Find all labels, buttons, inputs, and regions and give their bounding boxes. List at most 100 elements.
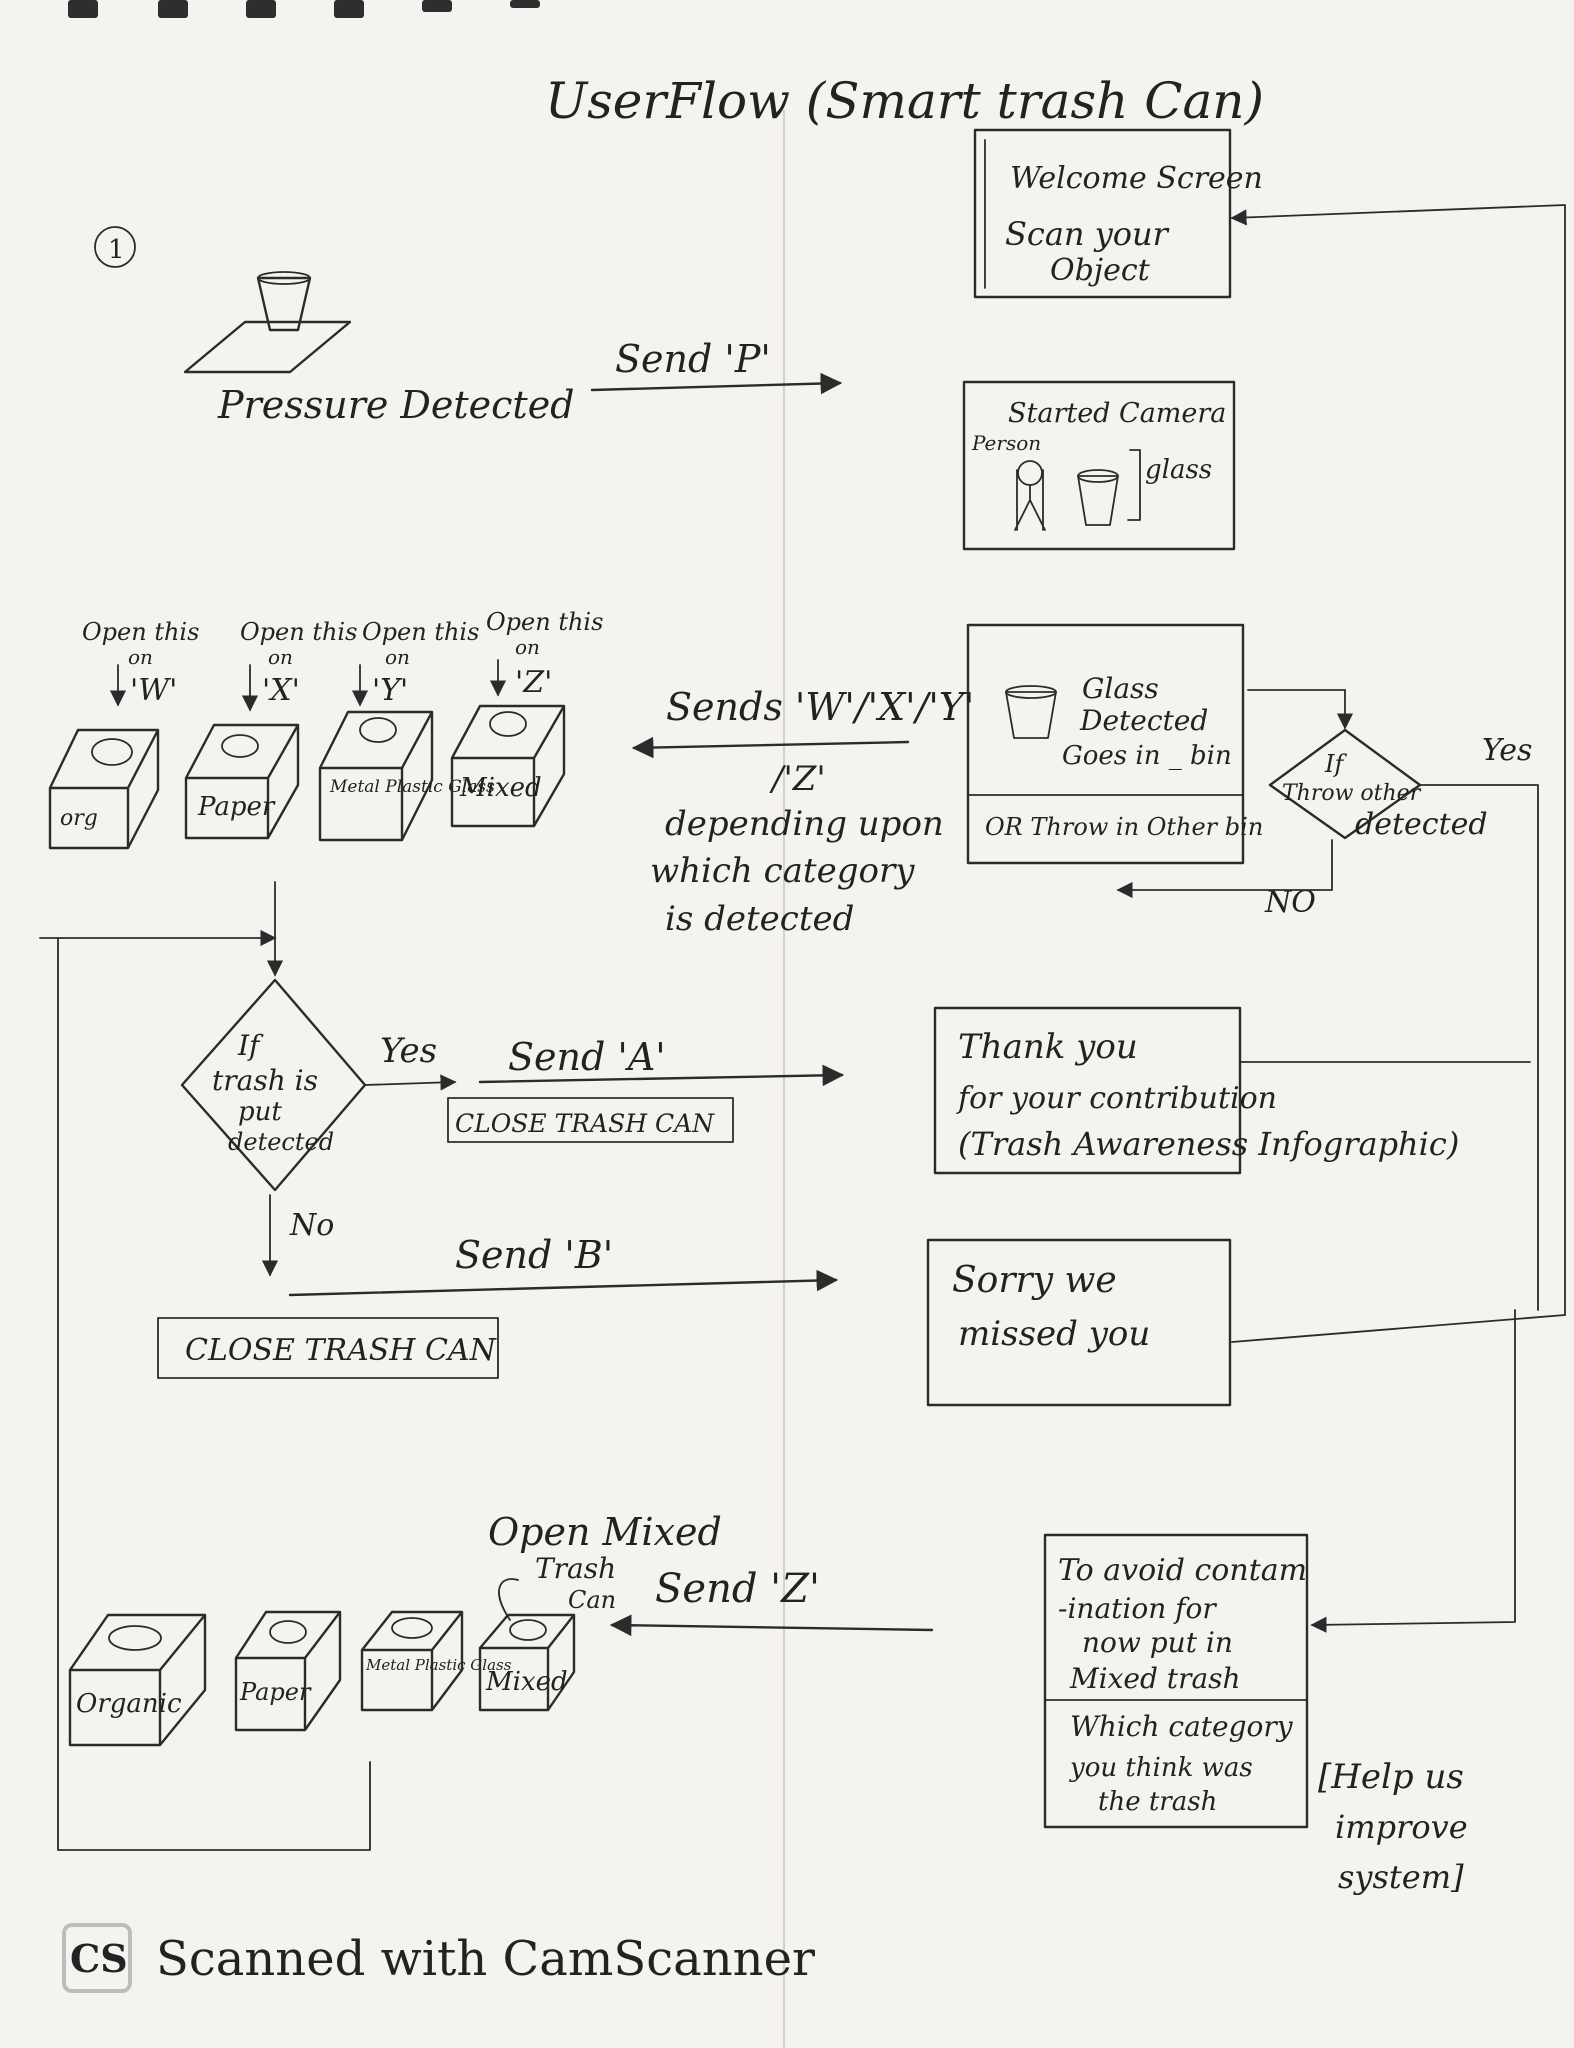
bin-metal-top: Metal Plastic Glass	[318, 710, 495, 842]
sends-wxyz-arrow	[631, 736, 910, 759]
svg-text:'Y': 'Y'	[372, 673, 408, 708]
open-mixed-line-3: Can	[568, 1586, 616, 1614]
open-mixed-line-1: Open Mixed	[488, 1510, 722, 1554]
open-mixed-line-2: Trash	[535, 1552, 616, 1585]
camera-glass-label: glass	[1145, 455, 1212, 485]
diagram-title: UserFlow (Smart trash Can)	[545, 72, 1264, 130]
detected-line-3: Goes in _ bin	[1062, 741, 1232, 771]
decision-other-no-arrow	[1116, 839, 1333, 899]
welcome-screen-box: Welcome Screen Scan your Object	[973, 128, 1263, 299]
contamination-top-4: Mixed trash	[1069, 1662, 1241, 1695]
bin-mixed-bottom: Mixed	[478, 1578, 576, 1712]
sends-wxyz-line-4: is detected	[665, 899, 854, 939]
notebook-binding	[68, 0, 540, 18]
decision-trash-put: If trash is put detected	[180, 978, 367, 1192]
svg-text:Open this: Open this	[486, 608, 603, 636]
bin-organic-bottom-label: Organic	[76, 1689, 182, 1719]
camera-person-label: Person	[971, 431, 1041, 455]
bottom-loop-line	[57, 937, 371, 1851]
svg-text:on: on	[385, 645, 410, 669]
contamination-bottom-1: Which category	[1070, 1710, 1294, 1743]
help-note-line-1: [Help us	[1318, 1757, 1464, 1797]
help-note-line-3: system]	[1338, 1858, 1464, 1896]
bin-mixed-bottom-label: Mixed	[485, 1667, 568, 1697]
contamination-top-2: -ination for	[1058, 1592, 1217, 1625]
svg-text:on: on	[268, 645, 293, 669]
bin-paper-top: Paper	[184, 723, 300, 840]
bin-paper-bottom: Paper	[234, 1610, 342, 1732]
thank-you-line-2: for your contribution	[956, 1081, 1277, 1116]
close-trash-can-a: CLOSE TRASH CAN	[447, 1097, 734, 1143]
detected-glass-icon	[1005, 685, 1057, 739]
open-label-x: Open this on 'X'	[240, 618, 357, 712]
decision-trash-yes: Yes	[380, 1031, 437, 1071]
bin-paper-bottom-label: Paper	[239, 1678, 312, 1706]
decision-trash-line-1: If	[237, 1029, 264, 1062]
welcome-line-1: Welcome Screen	[1010, 161, 1263, 196]
send-z-arrow	[609, 1614, 934, 1637]
decision-trash-yes-arrow	[364, 1074, 457, 1091]
svg-text:'Z': 'Z'	[515, 665, 552, 700]
camera-screen-box: Started Camera Person glass	[962, 380, 1236, 551]
return-to-welcome-line	[1230, 204, 1566, 1316]
svg-text:'X': 'X'	[262, 673, 300, 708]
bin-metal-bottom: Metal Plastic Glass	[360, 1610, 512, 1712]
detected-line-2: Detected	[1079, 704, 1208, 737]
decision-trash-line-2: trash is	[212, 1064, 318, 1097]
bin-organic-top: org	[48, 728, 160, 850]
svg-text:on: on	[515, 635, 540, 659]
step-number: 1	[108, 235, 125, 265]
open-label-w: Open this on 'W'	[82, 618, 199, 708]
send-p-arrow	[590, 372, 843, 395]
open-label-y: Open this on 'Y'	[351, 618, 479, 708]
sends-wxyz-line-2: depending upon	[665, 804, 944, 844]
contamination-bottom-3: the trash	[1098, 1787, 1217, 1817]
bin-organic-top-label: org	[60, 806, 98, 831]
close-trash-can-a-label: CLOSE TRASH CAN	[455, 1109, 715, 1138]
close-trash-can-b: CLOSE TRASH CAN	[157, 1317, 499, 1379]
sends-wxyz-label: Sends 'W'/'X'/'Y'	[666, 685, 974, 729]
bin-mixed-top: Mixed	[450, 704, 566, 828]
watermark-logo: CS	[70, 1936, 128, 1981]
send-a-arrow	[478, 1064, 845, 1087]
send-p-label: Send 'P'	[615, 337, 771, 381]
svg-text:'W': 'W'	[130, 673, 177, 708]
decision-other-yes: Yes	[1482, 733, 1532, 768]
sorry-screen-box: Sorry we missed you	[926, 1238, 1232, 1407]
glass-icon	[1077, 469, 1119, 526]
sorry-line-2: missed you	[958, 1314, 1150, 1354]
svg-text:Open this: Open this	[82, 618, 199, 646]
send-b-label: Send 'B'	[455, 1233, 613, 1277]
decision-trash-line-3: put	[238, 1097, 282, 1127]
send-a-label: Send 'A'	[508, 1035, 666, 1079]
svg-text:Open this: Open this	[240, 618, 357, 646]
svg-text:on: on	[128, 645, 153, 669]
contamination-top-3: now put in	[1082, 1626, 1233, 1659]
sends-wxyz-line-3: which category	[650, 851, 915, 891]
camscanner-watermark: CS Scanned with CamScanner	[62, 1923, 815, 1993]
yes-to-contamination-arrow	[1310, 1309, 1516, 1633]
detected-screen-box: Glass Detected Goes in _ bin OR Throw in…	[966, 623, 1263, 865]
welcome-line-3: Object	[1050, 253, 1151, 288]
thank-you-line-1: Thank you	[958, 1027, 1138, 1067]
camera-title: Started Camera	[1008, 398, 1226, 429]
person-icon	[1014, 460, 1046, 531]
contamination-top-1: To avoid contam	[1058, 1553, 1307, 1588]
decision-trash-no: No	[289, 1208, 334, 1243]
detected-footer: OR Throw in Other bin	[985, 813, 1263, 841]
decision-throw-other: If Throw other detected	[1268, 728, 1488, 842]
sorry-return-line	[1231, 1314, 1566, 1343]
detected-line-1: Glass	[1082, 672, 1159, 705]
sorry-line-1: Sorry we	[952, 1260, 1117, 1301]
bin-organic-bottom: Organic	[68, 1613, 207, 1747]
sends-wxyz-line-1: /'Z'	[769, 759, 826, 799]
svg-text:Open this: Open this	[362, 618, 479, 646]
help-improve-note: [Help us improve system]	[1318, 1757, 1468, 1896]
send-z-label: Send 'Z'	[655, 1566, 820, 1612]
decision-other-yes-line	[1419, 784, 1539, 1311]
contamination-bottom-2: you think was	[1069, 1753, 1253, 1783]
bin-metal-bottom-label: Metal Plastic Glass	[365, 1656, 512, 1674]
bin-metal-top-label: Metal Plastic Glass	[329, 777, 495, 797]
send-b-arrow	[288, 1269, 839, 1297]
